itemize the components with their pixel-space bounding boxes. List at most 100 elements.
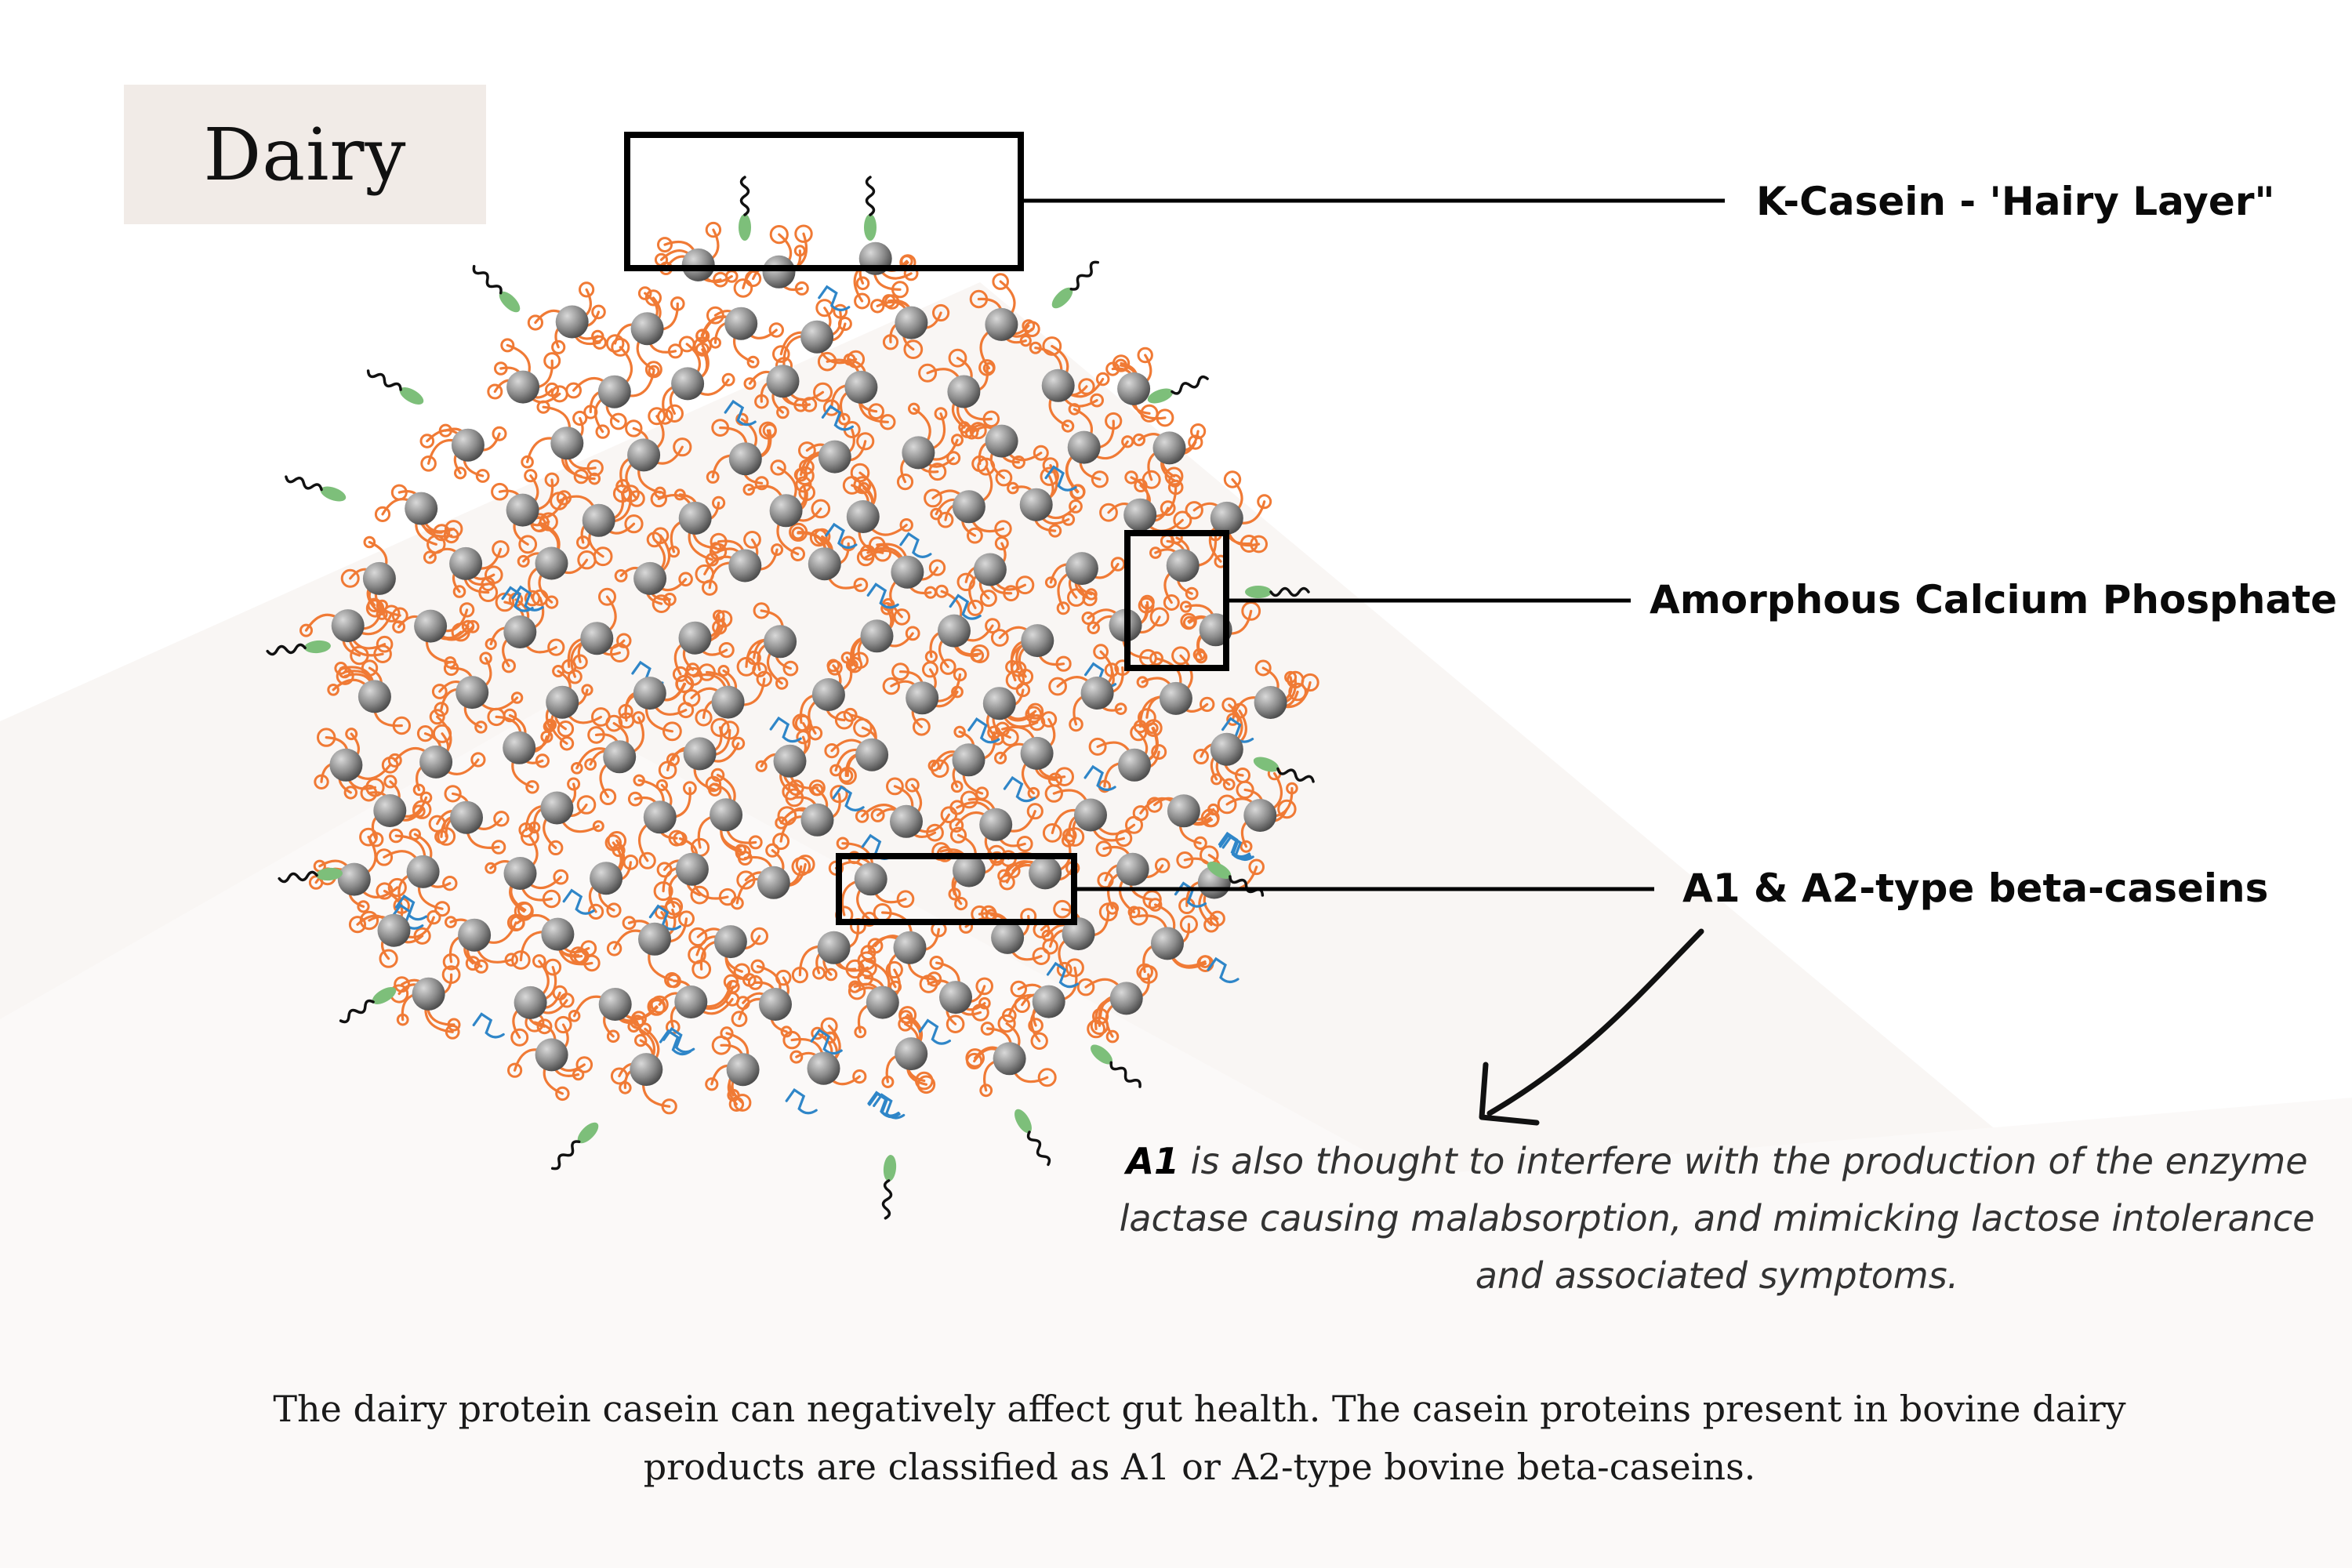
- calcium-phosphate-sphere: [1167, 794, 1200, 828]
- calcium-phosphate-sphere: [985, 424, 1018, 458]
- casein-loop: [1005, 659, 1019, 674]
- casein-loop: [1037, 1068, 1057, 1087]
- calcium-phosphate-label: Amorphous Calcium Phosphate: [1650, 577, 2338, 622]
- casein-loop: [775, 677, 789, 690]
- casein-loop: [937, 511, 954, 528]
- calcium-phosphate-sphere: [800, 803, 834, 837]
- casein-loop: [1254, 659, 1272, 677]
- casein-loop: [1093, 644, 1109, 660]
- casein-loop: [971, 1004, 989, 1022]
- casein-loop: [1163, 594, 1180, 611]
- kappa-casein-head: [320, 486, 347, 502]
- calcium-phosphate-sphere: [991, 920, 1025, 954]
- calcium-phosphate-sphere: [540, 791, 574, 825]
- casein-loop: [673, 437, 692, 457]
- casein-loop: [573, 469, 589, 485]
- casein-loop: [545, 382, 560, 397]
- casein-loop: [794, 281, 809, 296]
- casein-loop: [1286, 782, 1298, 795]
- casein-loop: [769, 225, 789, 245]
- casein-loop: [379, 949, 398, 968]
- kappa-casein-callout-box: [624, 132, 1024, 271]
- casein-loop: [622, 916, 637, 931]
- casein-loop: [345, 728, 358, 741]
- casein-loop: [1203, 916, 1219, 933]
- casein-loop: [1040, 466, 1059, 486]
- casein-loop: [1069, 499, 1083, 514]
- casein-loop: [855, 809, 869, 823]
- calcium-phosphate-sphere: [681, 248, 715, 281]
- casein-loop: [661, 1098, 677, 1115]
- casein-loop: [1090, 393, 1104, 408]
- casein-loop: [592, 820, 604, 833]
- casein-loop: [1210, 773, 1223, 786]
- casein-loop: [852, 1069, 867, 1084]
- casein-loop: [1056, 601, 1070, 615]
- casein-loop: [572, 654, 588, 670]
- casein-loop: [791, 967, 809, 984]
- casein-loop: [1217, 794, 1237, 815]
- casein-loop: [443, 528, 459, 544]
- casein-loop: [885, 960, 903, 979]
- casein-loop: [1065, 827, 1085, 847]
- casein-loop: [559, 736, 575, 751]
- calcium-phosphate-sphere: [1254, 686, 1287, 719]
- casein-loop: [710, 768, 725, 782]
- casein-loop: [510, 1028, 529, 1047]
- casein-loop: [1149, 651, 1163, 666]
- beta-casein-fragment: [394, 894, 428, 921]
- kappa-casein-hair: [1269, 586, 1310, 597]
- calcium-phosphate-sphere: [800, 320, 834, 354]
- casein-loop: [627, 791, 643, 807]
- calcium-phosphate-sphere: [1116, 852, 1149, 886]
- casein-loop: [492, 426, 507, 441]
- casein-loop: [753, 602, 770, 619]
- casein-loop: [678, 572, 693, 587]
- calcium-phosphate-sphere: [678, 501, 712, 535]
- casein-loop: [1132, 805, 1149, 822]
- beta-casein-fragment: [899, 532, 932, 558]
- casein-loop: [445, 916, 457, 928]
- casein-loop: [695, 709, 713, 727]
- casein-loop: [445, 520, 463, 539]
- casein-loop: [1015, 682, 1031, 698]
- casein-loop: [1179, 915, 1199, 934]
- calcium-phosphate-sphere: [555, 305, 589, 339]
- casein-loop: [487, 383, 503, 400]
- casein-loop: [853, 476, 872, 495]
- casein-loop: [946, 1014, 965, 1033]
- casein-loop: [978, 996, 991, 1010]
- casein-loop: [614, 569, 628, 583]
- casein-loop: [705, 221, 722, 238]
- casein-loop: [611, 337, 630, 357]
- calcium-phosphate-sphere: [597, 375, 631, 408]
- calcium-phosphate-sphere: [895, 1037, 928, 1071]
- casein-loop: [782, 660, 799, 677]
- casein-loop: [610, 643, 630, 662]
- casein-loop: [672, 666, 688, 682]
- casein-loop: [525, 780, 539, 794]
- casein-loop: [565, 382, 582, 399]
- beta-casein-fragment: [662, 1027, 695, 1054]
- casein-loop: [360, 784, 378, 802]
- calcium-phosphate-sphere: [947, 375, 981, 408]
- casein-loop: [951, 434, 964, 447]
- calcium-phosphate-sphere: [638, 922, 671, 956]
- casein-loop: [524, 469, 538, 483]
- casein-loop: [1048, 524, 1062, 538]
- casein-loop: [717, 665, 730, 677]
- beta-casein-fragment: [501, 586, 534, 612]
- casein-loop: [848, 980, 862, 993]
- casein-loop: [441, 965, 461, 984]
- casein-loop: [555, 1086, 570, 1102]
- casein-loop: [688, 927, 708, 947]
- casein-loop: [432, 724, 452, 743]
- casein-loop: [1088, 737, 1107, 756]
- calcium-phosphate-sphere: [953, 854, 985, 887]
- casein-loop: [721, 372, 735, 387]
- calcium-phosphate-sphere: [514, 985, 547, 1019]
- kappa-casein-hair: [366, 369, 402, 391]
- casein-loop: [308, 875, 324, 890]
- casein-loop: [474, 959, 488, 974]
- kappa-casein-head: [316, 867, 343, 881]
